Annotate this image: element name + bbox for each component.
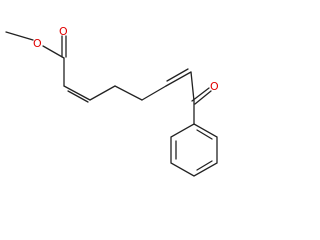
- phenyl-inner-bond-1: [196, 129, 213, 140]
- bond-C7-ketone-carbon: [190, 71, 195, 102]
- atom-O-ketone: O: [210, 80, 219, 93]
- bond-C2-C3: [63, 85, 91, 101]
- bond-ketone-double-b: [194, 90, 212, 105]
- bond-O-carbonyl-carbon: [42, 45, 65, 59]
- phenyl-hexagon: [170, 123, 218, 177]
- background: [0, 0, 239, 181]
- bond-ketone-double-a: [191, 87, 210, 102]
- phenyl-inner-bond-2: [196, 160, 213, 171]
- bond-C6-C7-inner: [166, 68, 189, 82]
- bond-methyl-O: [5, 31, 34, 41]
- atom-O-ester-carbonyl: O: [59, 25, 68, 38]
- bond-C6-C7: [165, 71, 192, 87]
- phenyl-ring: [170, 123, 218, 177]
- bond-C3-C4: [89, 85, 116, 101]
- bond-C5-C6: [141, 85, 167, 101]
- structure-diagram: O O O: [0, 0, 239, 181]
- bond-C2-C3-inner: [67, 90, 89, 103]
- bond-C4-C5: [114, 85, 143, 101]
- atom-O-methoxy: O: [33, 37, 42, 50]
